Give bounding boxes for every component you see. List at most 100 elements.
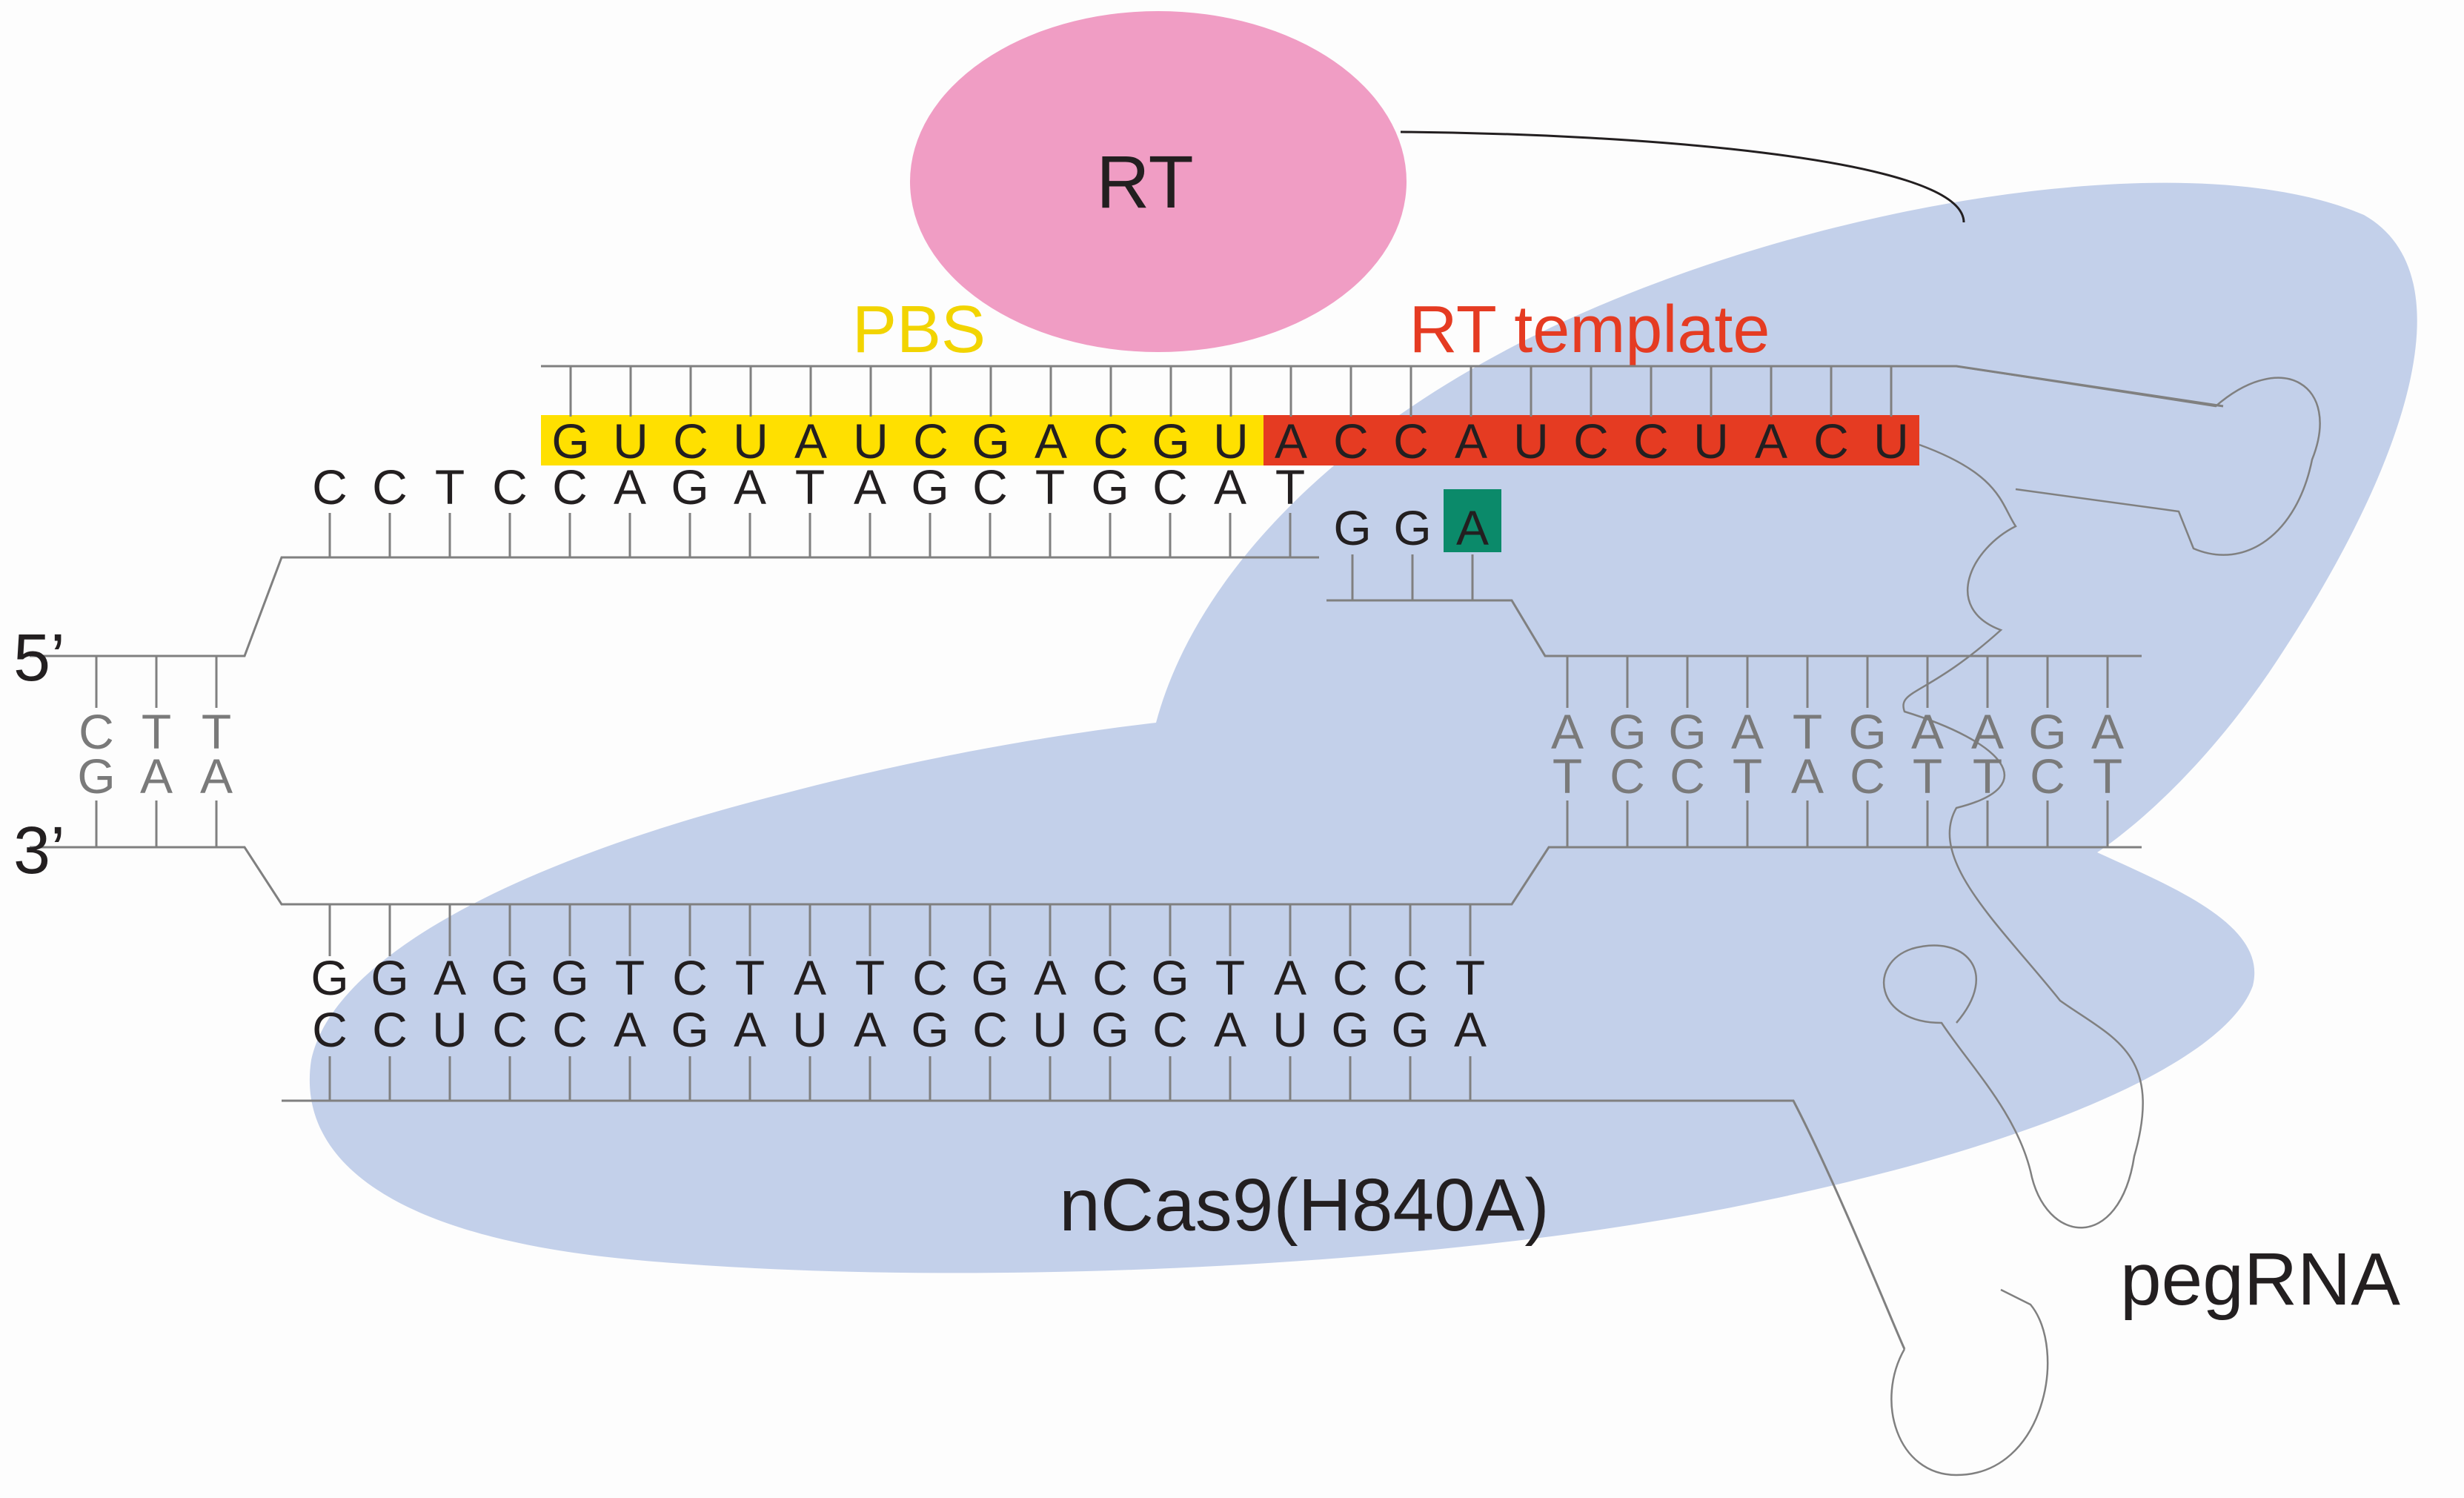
right-top-base: A [1971,704,2004,759]
spacer-base: G [1391,1002,1429,1057]
target-strand-base: G [371,950,408,1005]
nicked-strand-base: C [972,460,1008,514]
nicked-strand-base: C [492,460,528,514]
target-strand-backbone [30,846,2142,906]
target-strand-base: T [615,950,645,1005]
right-bottom-base: T [1553,749,1582,803]
edit-highlight [1444,489,1501,552]
pbs-base: U [613,414,648,468]
target-strand-base: C [672,950,708,1005]
spacer-base: A [614,1002,646,1057]
nicked-strand-base: A [614,460,646,514]
nicked-strand-base: T [795,460,825,514]
rt-enzyme-label: RT [1096,141,1194,224]
right-top-base: A [1731,704,1764,759]
pbs-base: U [1213,414,1249,468]
right-bottom-base: A [1791,749,1824,803]
spacer-base: C [312,1002,348,1057]
rt-template-base: A [1275,414,1307,468]
backbone-lines [30,365,2321,1477]
pbs-base: C [673,414,708,468]
pbs-base: U [853,414,889,468]
target-strand-base: A [1274,950,1306,1005]
rt-linker-line [1400,130,1965,223]
left-bottom-base: A [140,749,173,803]
new-flap-base: G [1393,500,1431,555]
pbs-base: C [913,414,949,468]
nicked-strand-base: C [312,460,348,514]
target-strand-base: C [912,950,948,1005]
spacer-base: G [1091,1002,1129,1057]
spacer-base: C [492,1002,528,1057]
right-top-base: G [1608,704,1646,759]
right-top-base: G [2028,704,2066,759]
right-bottom-base: C [1670,749,1705,803]
rt-template-base: C [1393,414,1429,468]
ncas9-label: nCas9(H840A) [1059,1164,1549,1247]
target-strand-base: G [971,950,1009,1005]
spacer-base: C [972,1002,1008,1057]
target-strand-base: C [1092,950,1128,1005]
pbs-base: G [972,414,1009,468]
pbs-base: A [794,414,827,468]
right-bottom-base: C [1610,749,1645,803]
spacer-base: U [432,1002,468,1057]
nicked-strand-base: C [552,460,588,514]
rt-template-base: C [1573,414,1609,468]
nicked-strand-base: C [372,460,408,514]
target-strand-base: G [1151,950,1189,1005]
spacer-base: U [1032,1002,1068,1057]
spacer-base: C [1152,1002,1188,1057]
spacer-base: U [792,1002,828,1057]
nicked-strand-base: G [911,460,949,514]
target-strand-base: C [1392,950,1428,1005]
rt-template-base: U [1873,414,1909,468]
nicked-strand-base: A [734,460,766,514]
target-strand-base: A [794,950,826,1005]
spacer-base: A [854,1002,886,1057]
spacer-base: A [1454,1002,1487,1057]
spacer-backbone [282,1099,1906,1350]
spacer-base: A [1214,1002,1246,1057]
spacer-base: U [1272,1002,1308,1057]
target-strand-base: T [1455,950,1485,1005]
rt-template-label: RT template [1409,293,1770,367]
target-strand-base: A [1034,950,1066,1005]
nicked-strand-base: A [1214,460,1246,514]
rt-enzyme-shape [910,11,1407,352]
target-strand-base: A [434,950,466,1005]
rt-template-base: C [1813,414,1849,468]
nicked-strand-backbone [30,556,1319,657]
rt-template-base: U [1513,414,1549,468]
pbs-highlight [541,415,1263,465]
right-top-base: T [1793,704,1822,759]
target-strand-base: G [311,950,348,1005]
nicked-strand-base: A [854,460,886,514]
right-top-base: G [1848,704,1886,759]
base-pair-ticks [95,366,2109,1101]
spacer-base: C [552,1002,588,1057]
left-top-base: T [142,704,171,759]
pbs-base: C [1093,414,1129,468]
pbs-base: A [1035,414,1067,468]
nicked-strand-base: T [1275,460,1305,514]
pbs-base: G [1152,414,1189,468]
pbs-base: U [733,414,768,468]
flap-backbone [1326,599,2142,657]
pbs-base: G [551,414,589,468]
spacer-base: A [734,1002,766,1057]
rt-template-base: U [1693,414,1729,468]
three-prime-label: 3’ [13,814,65,888]
nicked-strand-base: T [435,460,465,514]
five-prime-label: 5’ [13,621,65,695]
left-top-base: T [202,704,231,759]
rt-template-base: C [1333,414,1369,468]
rt-template-base: C [1633,414,1669,468]
spacer-base: G [911,1002,949,1057]
right-bottom-base: T [1913,749,1942,803]
nicked-strand-base: C [1152,460,1188,514]
right-bottom-base: T [2093,749,2122,803]
right-top-base: A [2091,704,2124,759]
